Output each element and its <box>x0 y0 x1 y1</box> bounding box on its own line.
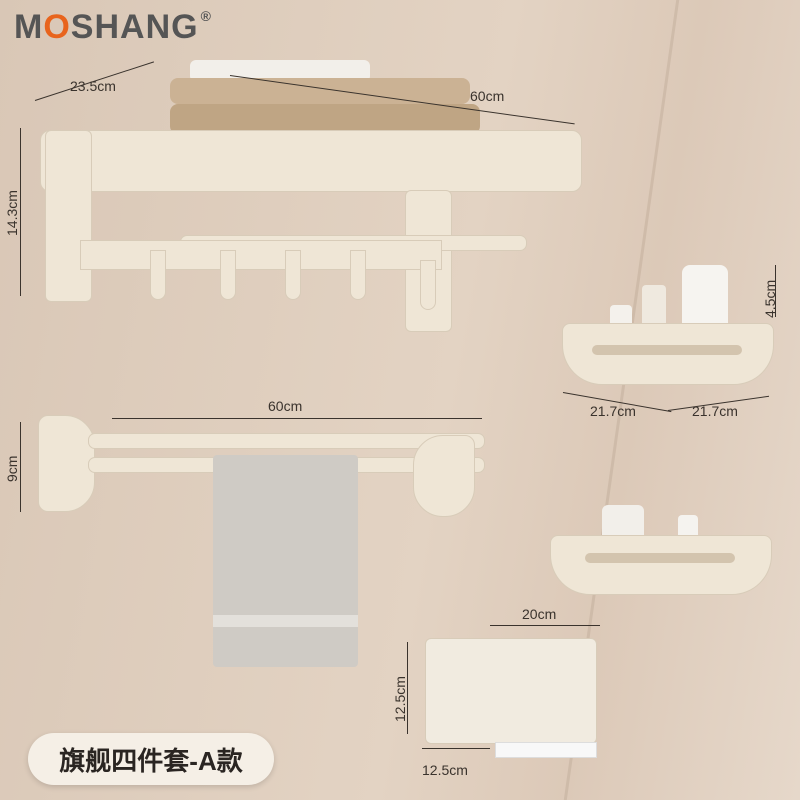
dim-rack-height: 14.3cm <box>4 190 20 236</box>
hook-rail <box>80 240 442 270</box>
rack-shelf <box>40 130 582 192</box>
dim-line-box-height <box>407 642 408 734</box>
shelf-slot <box>585 553 735 563</box>
corner-shelf-lower <box>550 495 772 595</box>
corner-shelf-upper <box>552 265 774 385</box>
shelf-basket <box>550 535 772 595</box>
dim-box-height: 12.5cm <box>392 676 408 722</box>
towel-rack <box>40 60 585 340</box>
dim-bar-height: 9cm <box>4 455 20 482</box>
dim-box-depth: 12.5cm <box>422 762 468 778</box>
dim-shelf-side-a: 21.7cm <box>590 403 636 419</box>
dim-bar-width: 60cm <box>268 398 303 414</box>
brand-logo: MOSHANG® <box>14 8 212 46</box>
hanging-towel <box>213 455 358 667</box>
dim-line-bar-height <box>20 422 21 512</box>
bar-bracket-right <box>413 435 475 517</box>
bar-bracket-left <box>38 415 95 512</box>
dim-line-bar-width <box>112 418 482 419</box>
rack-bracket-left <box>45 130 92 302</box>
tissue-box <box>425 638 603 758</box>
bar-upper <box>88 433 485 449</box>
hook <box>150 250 166 300</box>
product-badge: 旗舰四件套-A款 <box>28 733 274 785</box>
dim-line-box-width <box>490 625 600 626</box>
dim-rack-depth: 23.5cm <box>70 78 116 94</box>
dim-shelf-height: 4.5cm <box>762 279 778 318</box>
dim-line-shelf-height <box>775 265 776 317</box>
dim-line-rack-height <box>20 128 21 296</box>
dim-line-box-depth <box>422 748 490 749</box>
folded-towels <box>170 60 480 140</box>
box-body <box>425 638 597 744</box>
tissue-paper <box>495 742 597 758</box>
hook <box>285 250 301 300</box>
dim-shelf-side-b: 21.7cm <box>692 403 738 419</box>
hook <box>220 250 236 300</box>
dim-box-width: 20cm <box>522 606 557 622</box>
towel-stripe <box>213 615 358 627</box>
shelf-slot <box>592 345 742 355</box>
hook <box>350 250 366 300</box>
towel-bar <box>38 415 488 675</box>
hook <box>420 260 436 310</box>
dim-rack-width: 60cm <box>470 88 505 104</box>
